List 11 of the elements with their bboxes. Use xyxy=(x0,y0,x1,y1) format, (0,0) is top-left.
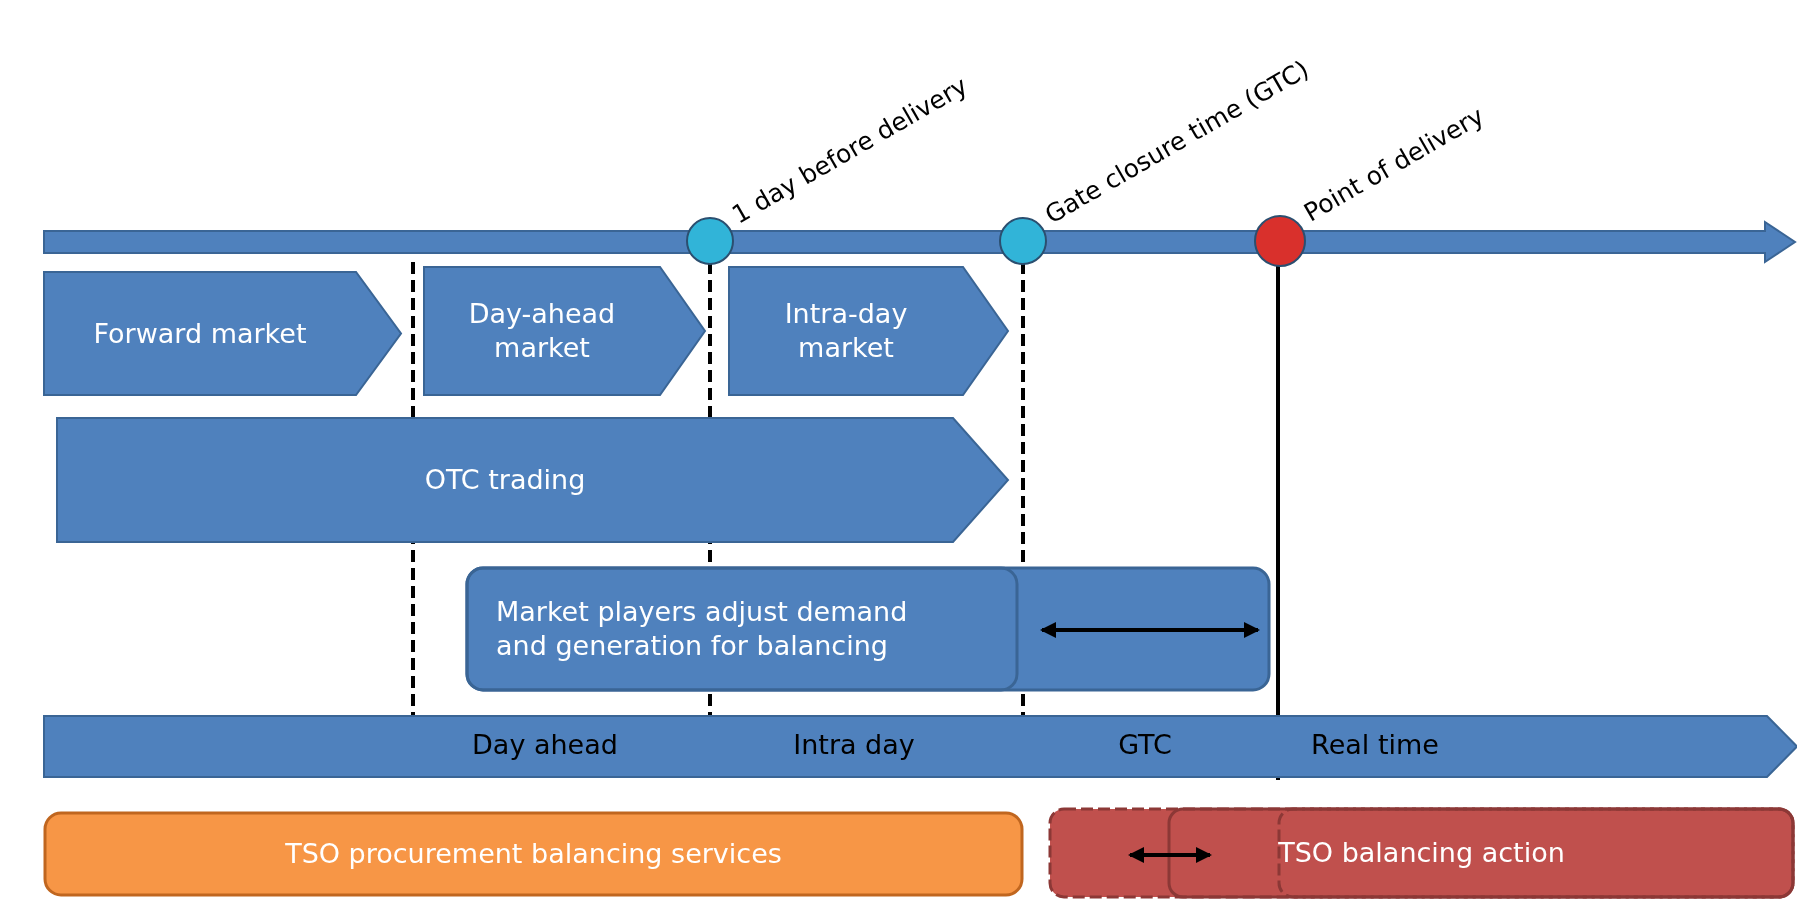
box-label: Forward market xyxy=(93,316,307,351)
box-label: Intra-day market xyxy=(783,297,909,365)
box-label: Market players adjust demand and generation for balancing xyxy=(496,595,909,663)
box-label: OTC trading xyxy=(424,463,586,497)
period-label: Real time xyxy=(1310,728,1440,762)
period-label: Intra day xyxy=(792,728,916,762)
box-label: TSO balancing action xyxy=(1278,836,1565,870)
box-label: Day-ahead market xyxy=(467,297,617,365)
period-label: Day ahead xyxy=(471,728,619,762)
box-label: TSO procurement balancing services xyxy=(285,837,782,871)
period-label: GTC xyxy=(1117,728,1173,762)
